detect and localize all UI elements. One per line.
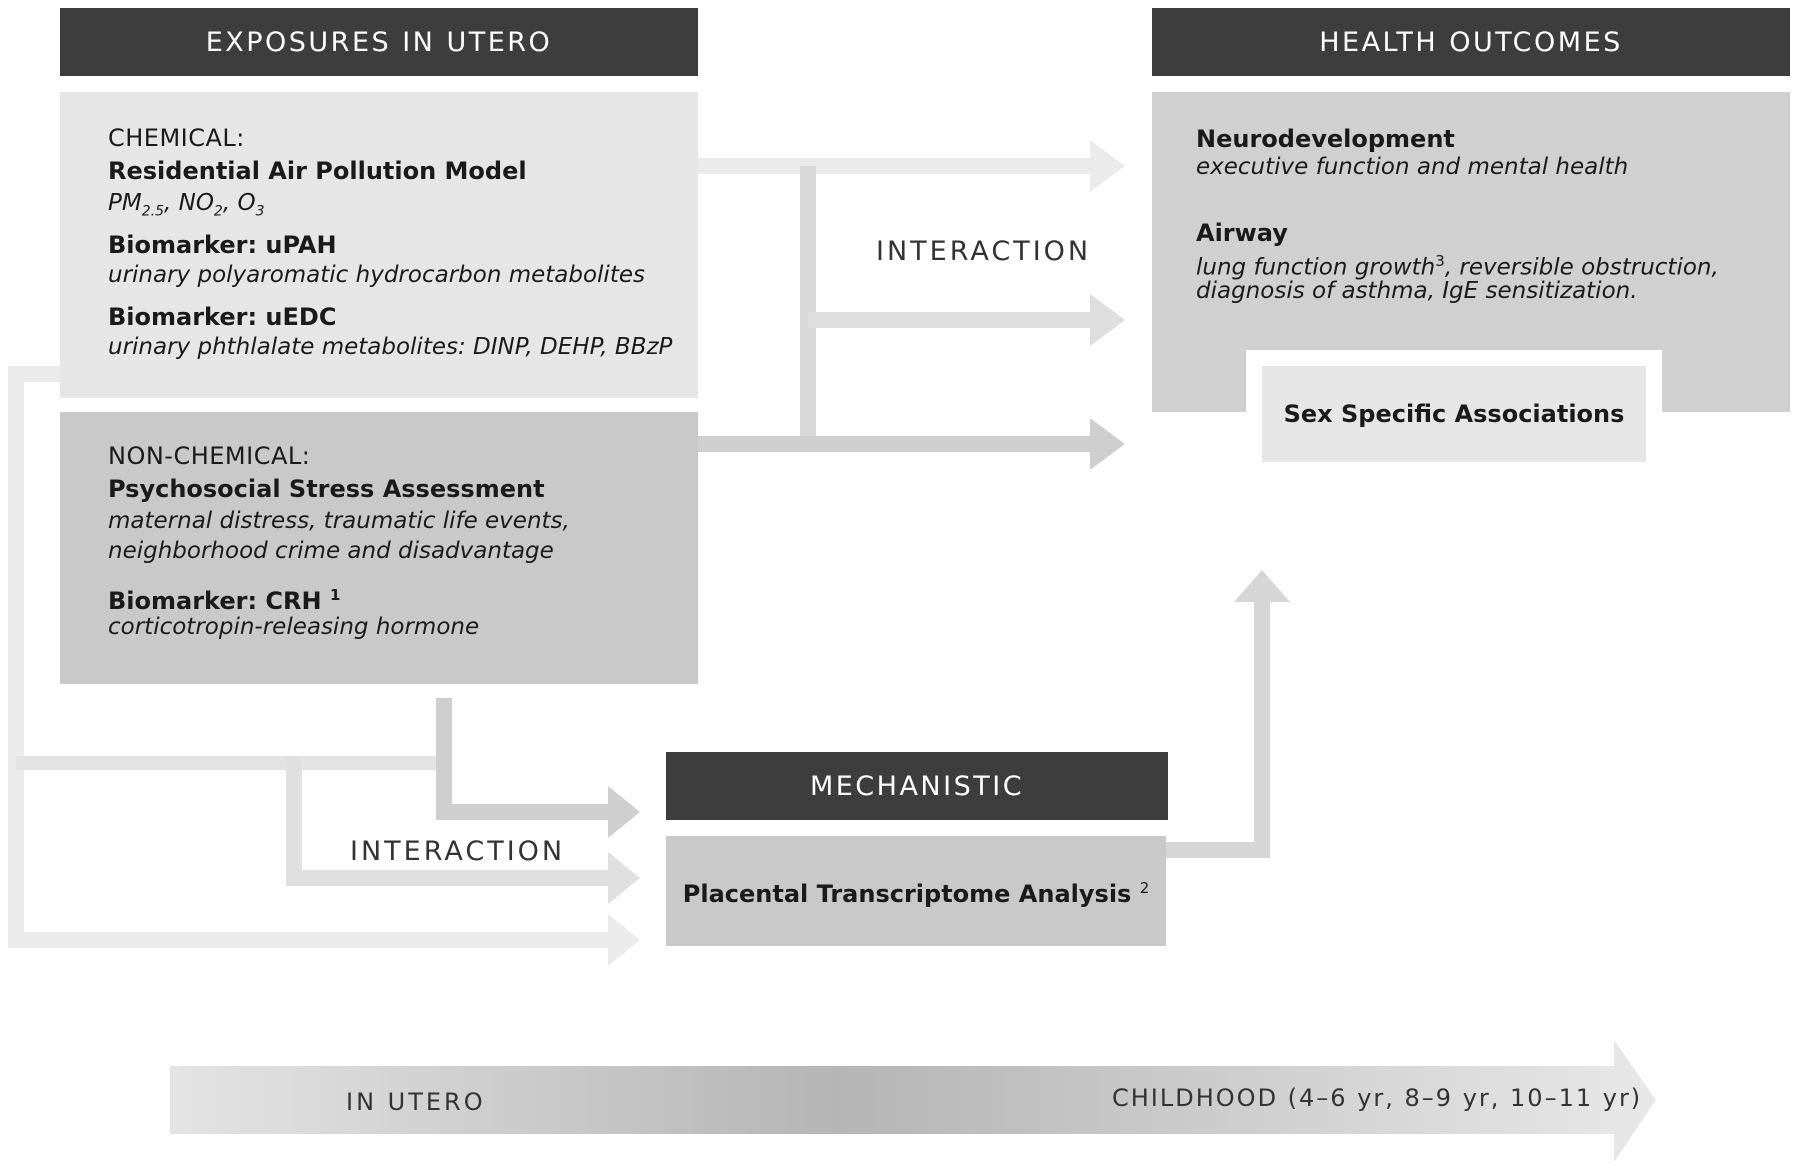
uedc-description: urinary phthlalate metabolites: DINP, DE… xyxy=(108,334,673,360)
crh-description: corticotropin-releasing hormone xyxy=(108,614,480,640)
stress-description-line1: maternal distress, traumatic life events… xyxy=(108,508,570,534)
sex-specific-label: Sex Specific Associations xyxy=(1283,400,1625,428)
mechanistic-header-label: MECHANISTIC xyxy=(809,770,1025,802)
interaction-label-bottom: INTERACTION xyxy=(350,836,566,867)
exposures-header-label: EXPOSURES IN UTERO xyxy=(205,26,553,58)
arrow-interaction-to-mechanistic xyxy=(286,756,640,904)
neurodevelopment-title: Neurodevelopment xyxy=(1196,125,1455,153)
placental-reference: 2 xyxy=(1139,879,1150,897)
chemical-heading: CHEMICAL: xyxy=(108,124,245,152)
outcomes-header-label: HEALTH OUTCOMES xyxy=(1319,26,1623,58)
interaction-vertical-connector xyxy=(800,166,816,442)
upah-description: urinary polyaromatic hydrocarbon metabol… xyxy=(108,262,645,288)
airway-description-line2: diagnosis of asthma, IgE sensitization. xyxy=(1196,278,1638,304)
timeline-arrow xyxy=(170,1040,1656,1162)
timeline-end-label: CHILDHOOD (4–6 yr, 8–9 yr, 10–11 yr) xyxy=(1112,1084,1643,1112)
stress-assessment-title: Psychosocial Stress Assessment xyxy=(108,475,545,503)
non-chemical-exposure-box: NON-CHEMICAL: Psychosocial Stress Assess… xyxy=(60,412,698,684)
arrow-chemical-to-outcomes xyxy=(697,140,1125,192)
upah-title: Biomarker: uPAH xyxy=(108,231,337,259)
neurodevelopment-description: executive function and mental health xyxy=(1196,154,1629,180)
interaction-horizontal-connector xyxy=(16,756,446,770)
pollutant-list: PM2.5, NO2, O3 xyxy=(108,190,265,220)
placental-transcriptome-label: Placental Transcriptome Analysis 2 xyxy=(682,879,1150,908)
crh-reference: 1 xyxy=(329,586,341,604)
stress-description-line2: neighborhood crime and disadvantage xyxy=(108,538,554,564)
crh-title: Biomarker: CRH 1 xyxy=(108,586,341,615)
mechanistic-header: MECHANISTIC xyxy=(666,752,1168,820)
arrow-chemical-to-mechanistic xyxy=(8,366,640,966)
chemical-exposure-box: CHEMICAL: Residential Air Pollution Mode… xyxy=(60,92,698,398)
air-pollution-model-title: Residential Air Pollution Model xyxy=(108,157,527,185)
arrow-interaction-to-outcomes xyxy=(808,294,1125,346)
arrow-nonchemical-to-mechanistic xyxy=(436,698,640,838)
interaction-label-top: INTERACTION xyxy=(876,236,1092,267)
exposures-header: EXPOSURES IN UTERO xyxy=(60,8,698,76)
airway-description-line1: lung function growth3, reversible obstru… xyxy=(1196,252,1719,281)
timeline-start-label: IN UTERO xyxy=(346,1088,486,1116)
arrow-nonchemical-to-outcomes xyxy=(697,418,1125,470)
arrow-mechanistic-to-outcomes xyxy=(1160,570,1290,858)
airway-reference: 3 xyxy=(1435,252,1445,270)
sex-specific-associations-box: Sex Specific Associations xyxy=(1262,366,1646,462)
placental-transcriptome-box: Placental Transcriptome Analysis 2 xyxy=(666,836,1166,946)
non-chemical-heading: NON-CHEMICAL: xyxy=(108,442,311,470)
airway-title: Airway xyxy=(1196,219,1288,247)
uedc-title: Biomarker: uEDC xyxy=(108,303,337,331)
outcomes-header: HEALTH OUTCOMES xyxy=(1152,8,1790,76)
